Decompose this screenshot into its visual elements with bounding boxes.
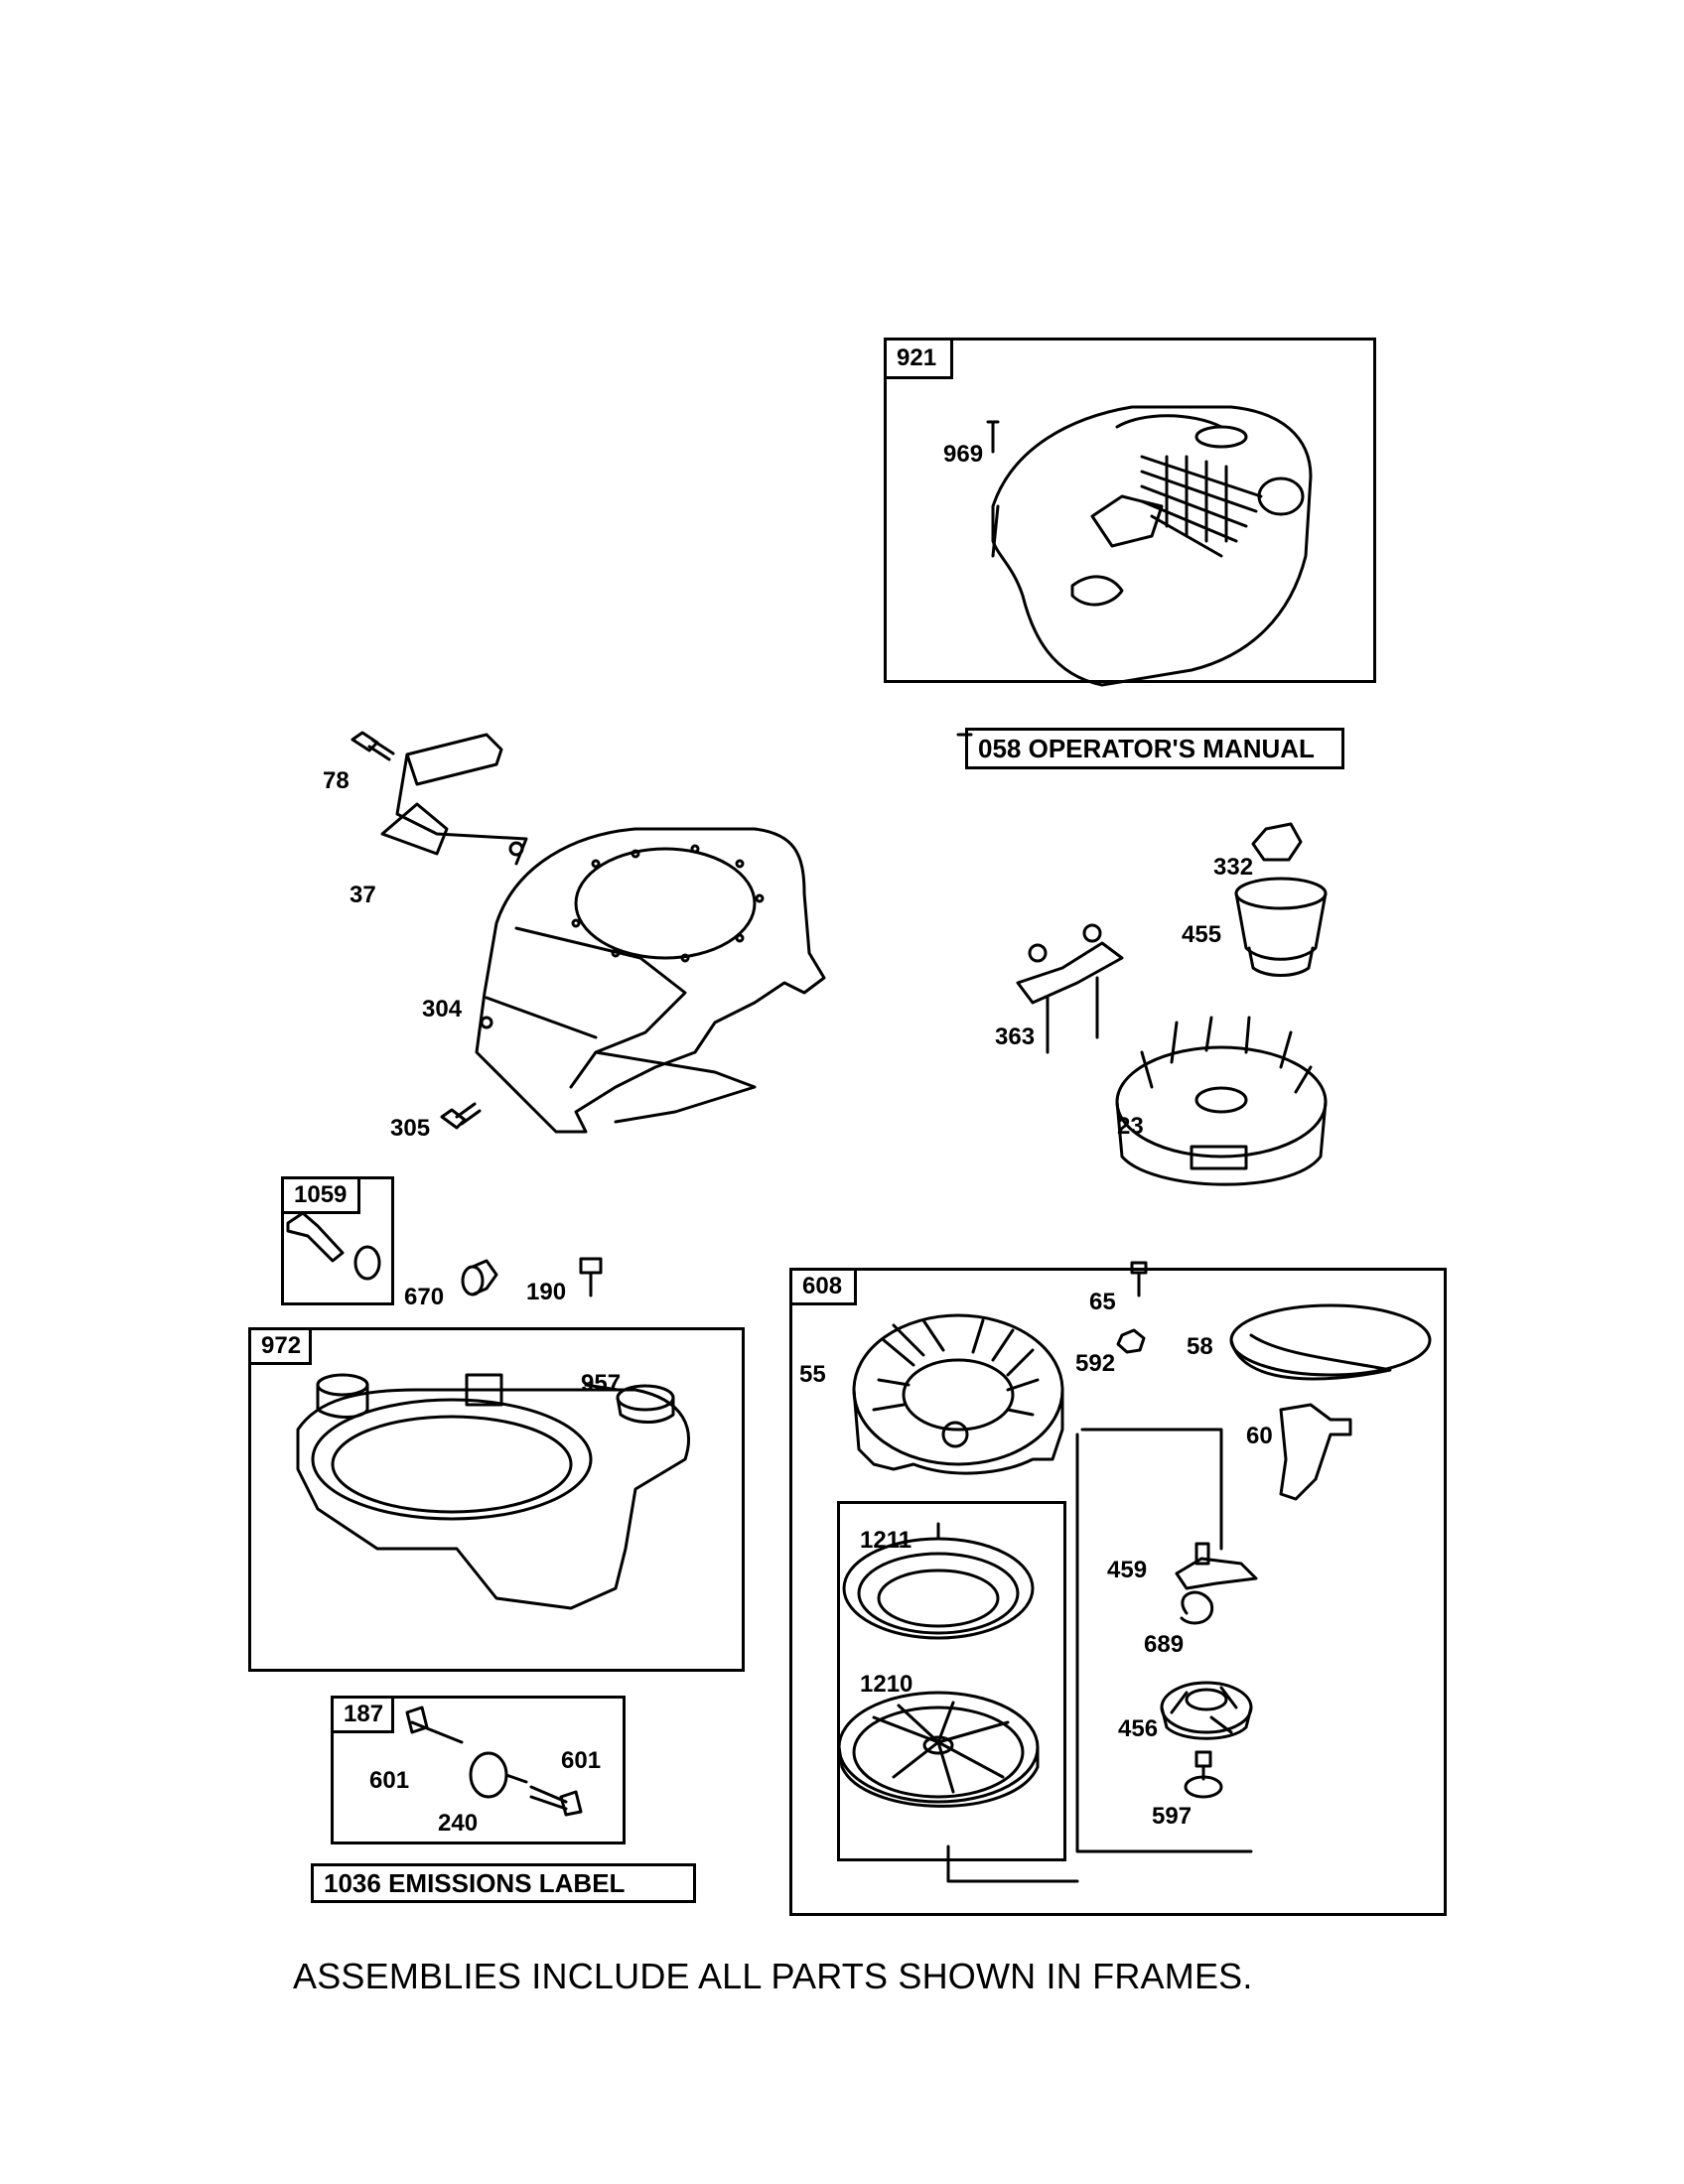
part-240-label: 240 bbox=[438, 1810, 479, 1837]
engine-cover-drawing bbox=[986, 405, 1313, 687]
operators-manual-tag: 058 OPERATOR'S MANUAL bbox=[965, 728, 1344, 769]
part-1210-label: 1210 bbox=[860, 1671, 913, 1698]
part-37-label: 37 bbox=[350, 882, 376, 908]
ratchet-456-drawing bbox=[1160, 1681, 1253, 1740]
handle-60-drawing bbox=[1279, 1403, 1352, 1501]
bushing-670-drawing bbox=[461, 1259, 498, 1297]
frame-608-label: 608 bbox=[789, 1268, 857, 1305]
bracket-363-drawing bbox=[1016, 923, 1124, 1054]
stud-washer-1059-drawing bbox=[286, 1211, 381, 1281]
part-670-label: 670 bbox=[404, 1284, 445, 1310]
stud-190-drawing bbox=[579, 1257, 603, 1297]
screw-597-drawing bbox=[1184, 1750, 1223, 1799]
part-455-label: 455 bbox=[1182, 921, 1222, 948]
part-190-label: 190 bbox=[526, 1279, 567, 1305]
frame-187 bbox=[331, 1696, 626, 1844]
starter-housing-55-drawing bbox=[852, 1313, 1064, 1475]
frame-187-label: 187 bbox=[331, 1696, 394, 1733]
fuel-tank-drawing bbox=[296, 1373, 690, 1610]
part-60-label: 60 bbox=[1246, 1423, 1273, 1449]
frame-1059-label: 1059 bbox=[281, 1176, 360, 1214]
part-363-label: 363 bbox=[995, 1024, 1036, 1050]
frame-972 bbox=[248, 1327, 745, 1672]
part-65-label: 65 bbox=[1089, 1289, 1116, 1315]
leader-lines-608 bbox=[946, 1428, 1253, 1883]
frame-921 bbox=[884, 338, 1376, 683]
starter-rope-58-drawing bbox=[1229, 1303, 1432, 1381]
part-304-label: 304 bbox=[422, 996, 463, 1023]
part-969-label: 969 bbox=[943, 441, 984, 468]
pawl-459-drawing bbox=[1175, 1542, 1258, 1590]
part-78-label: 78 bbox=[323, 767, 350, 794]
fuel-line-187-drawing bbox=[405, 1706, 583, 1817]
retainer-689-drawing bbox=[1180, 1590, 1214, 1625]
part-689-label: 689 bbox=[1144, 1631, 1185, 1658]
screw-305-drawing bbox=[440, 1102, 482, 1130]
part-601b-label: 601 bbox=[561, 1747, 602, 1774]
part-597-label: 597 bbox=[1152, 1803, 1193, 1830]
blower-housing-drawing bbox=[475, 827, 826, 1134]
part-592-label: 592 bbox=[1075, 1350, 1116, 1377]
nut-332-drawing bbox=[1251, 822, 1303, 862]
rewind-spring-1211-drawing bbox=[842, 1522, 1035, 1640]
part-1211-label: 1211 bbox=[860, 1527, 912, 1554]
part-456-label: 456 bbox=[1118, 1715, 1159, 1742]
part-601a-label: 601 bbox=[369, 1767, 410, 1794]
part-58-label: 58 bbox=[1187, 1333, 1213, 1360]
screw-78-drawing bbox=[351, 731, 395, 761]
fuel-cap-957-drawing bbox=[584, 1383, 675, 1424]
flywheel-23-drawing bbox=[1115, 1016, 1328, 1186]
part-55-label: 55 bbox=[799, 1361, 826, 1388]
frame-972-label: 972 bbox=[248, 1327, 312, 1365]
starter-cup-455-drawing bbox=[1234, 877, 1328, 977]
baffle-37-drawing bbox=[380, 733, 528, 866]
part-957-label: 957 bbox=[581, 1370, 622, 1397]
part-459-label: 459 bbox=[1107, 1557, 1148, 1583]
frame-608 bbox=[789, 1268, 1447, 1916]
frame-921-label: 921 bbox=[884, 338, 953, 379]
part-23-label: 23 bbox=[1117, 1113, 1144, 1140]
emissions-label-tag: 1036 EMISSIONS LABEL bbox=[311, 1863, 696, 1903]
frame-1211-1210 bbox=[837, 1501, 1066, 1861]
footer-note: ASSEMBLIES INCLUDE ALL PARTS SHOWN IN FR… bbox=[293, 1956, 1253, 1996]
part-305-label: 305 bbox=[390, 1115, 431, 1142]
part-332-label: 332 bbox=[1213, 854, 1254, 881]
nut-592-drawing bbox=[1116, 1328, 1146, 1354]
